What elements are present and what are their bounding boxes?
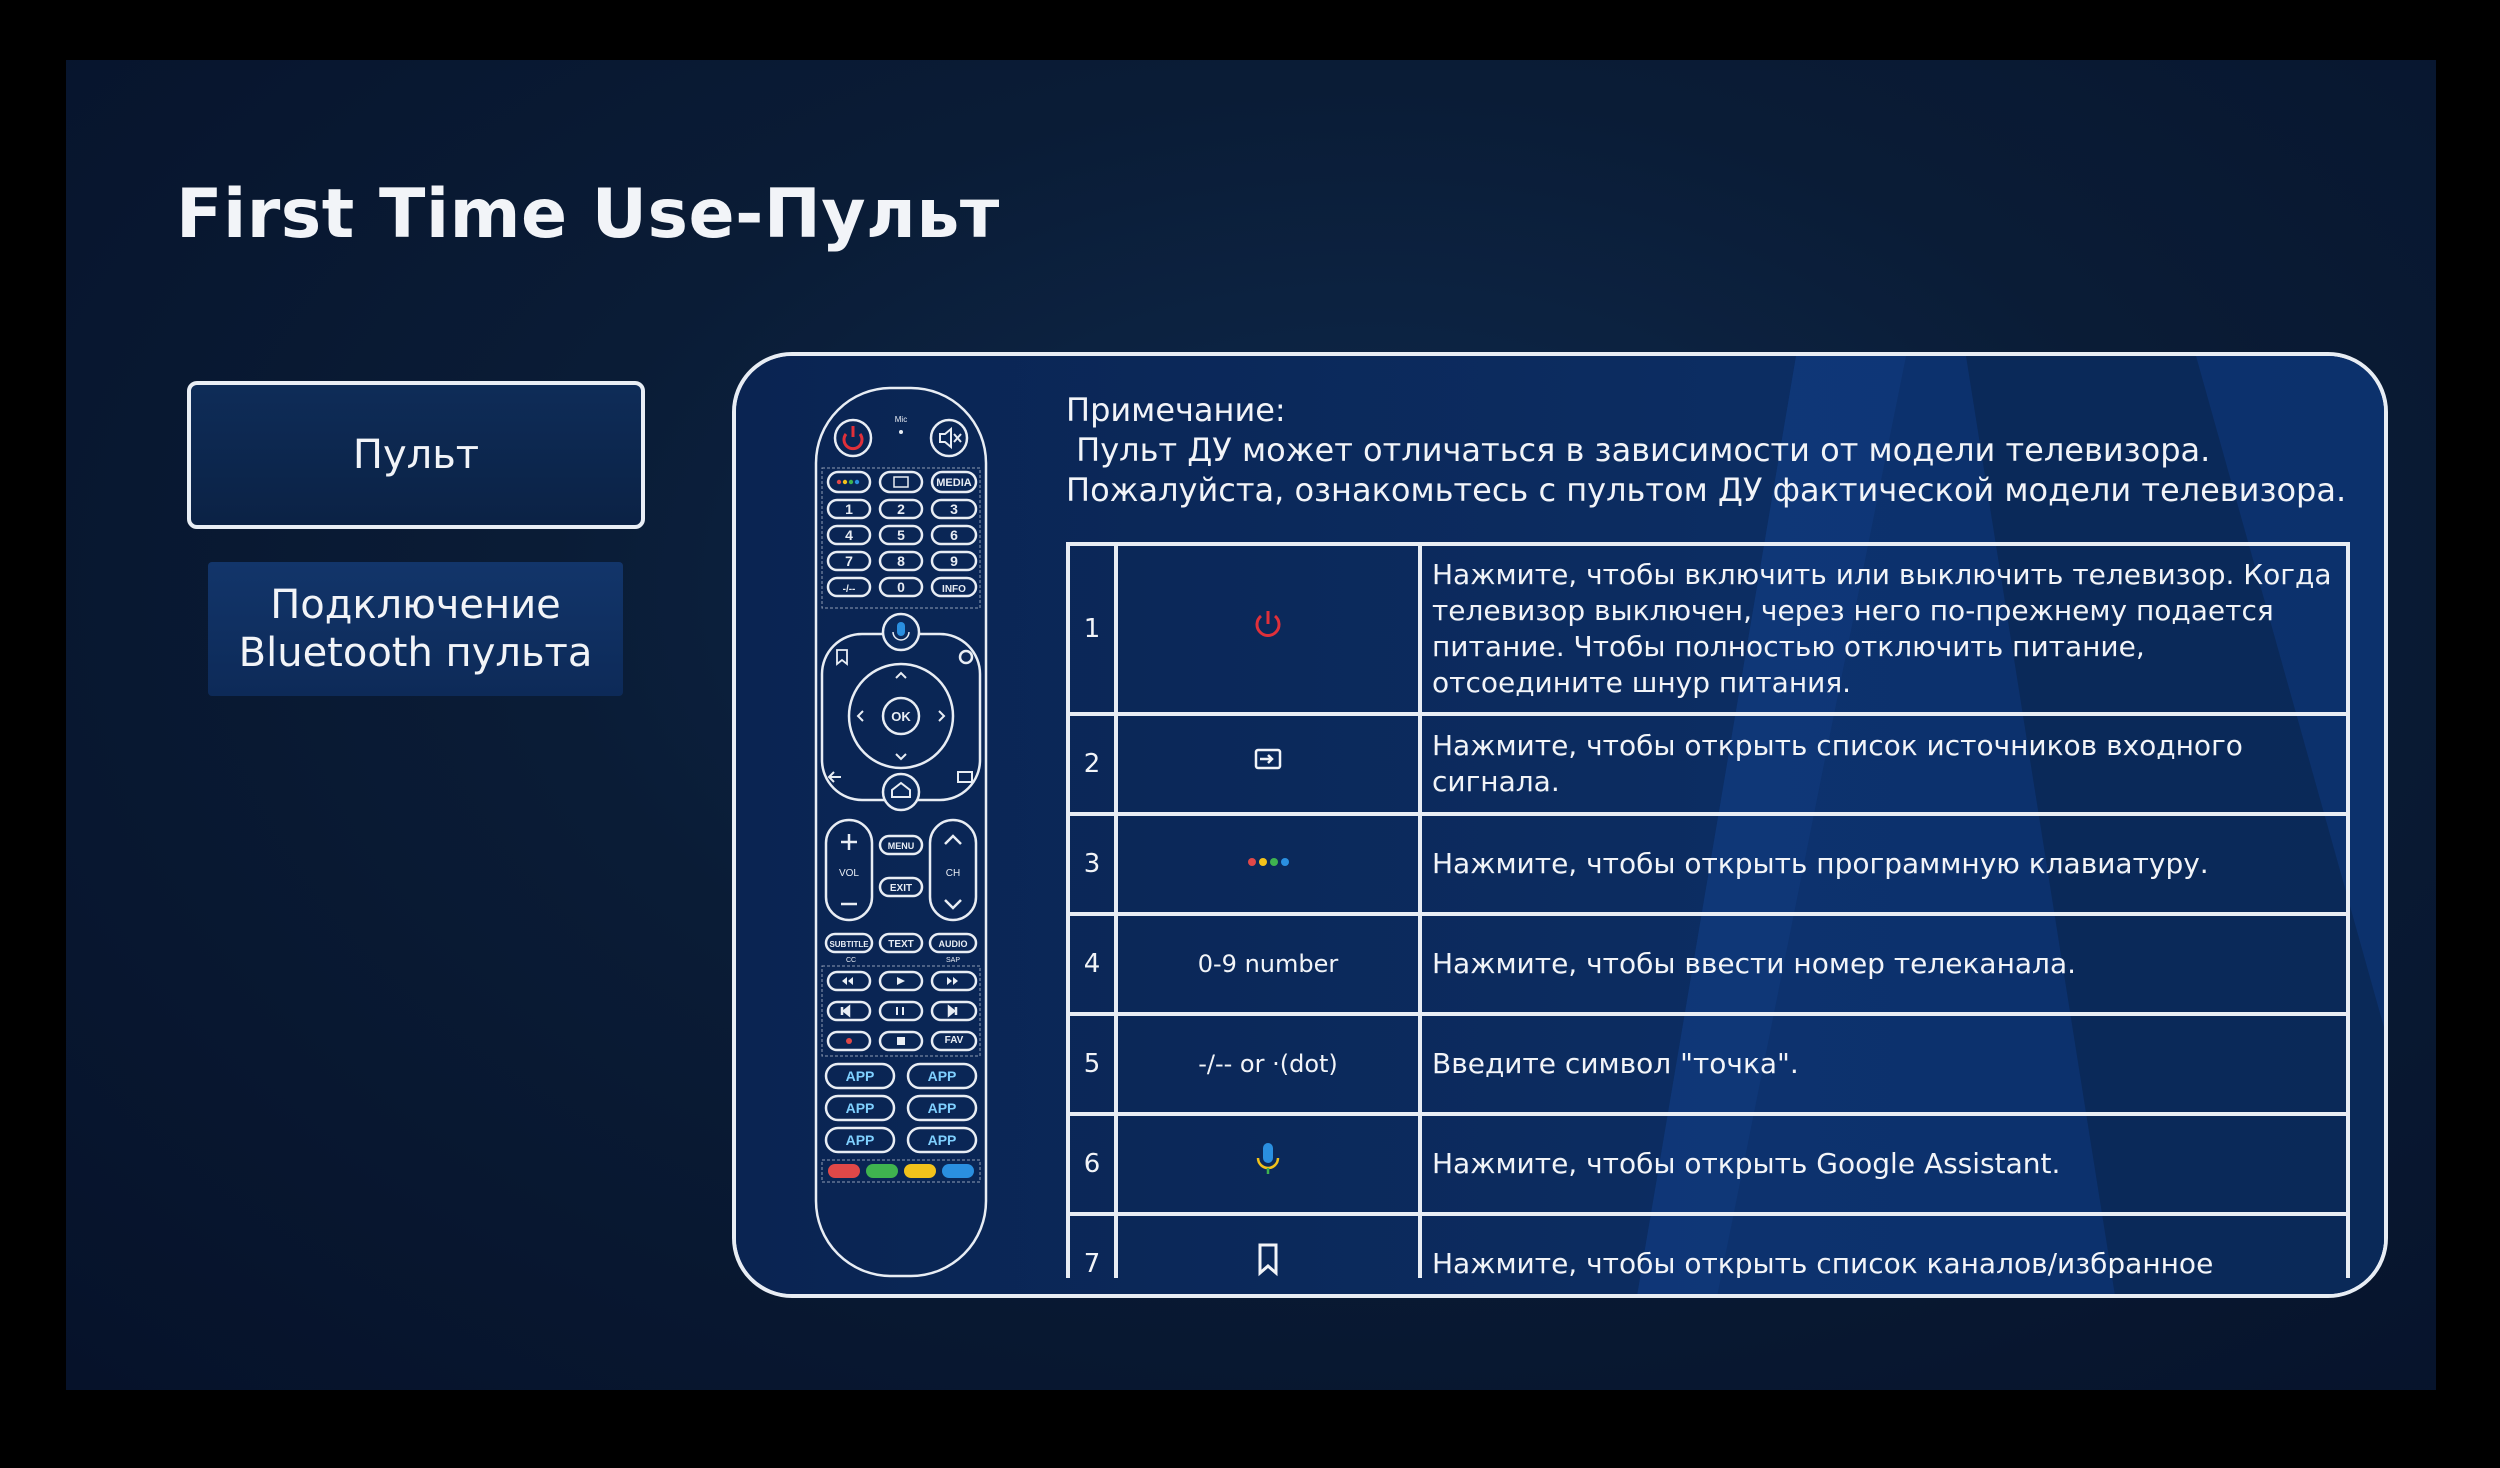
mic-label: Mic [895,415,907,424]
ch-label: CH [946,868,960,879]
digit-key-label: -/-- [843,584,856,595]
exit-key-label: EXIT [890,883,912,894]
menu-key-label: MENU [888,841,915,851]
bookmark-icon [1258,1243,1278,1277]
audio-key-label: AUDIO [939,939,968,949]
sidebar-item-label: Пульт [352,432,480,478]
row-description: Нажмите, чтобы открыть список источников… [1418,712,2350,816]
row-number: 4 [1066,912,1118,1016]
digit-key-label: 9 [950,553,958,569]
row-description: Нажмите, чтобы включить или выключить те… [1418,542,2350,716]
table-row: 2 Нажмите, чтобы открыть список источник… [1066,712,2350,816]
table-row: 6 Нажмите, чтобы открыть Google Assistan… [1066,1112,2350,1216]
digit-key-label: 5 [897,527,905,543]
sidebar-item-remote[interactable]: Пульт [187,381,645,529]
app-key-label: APP [928,1132,957,1148]
text-key-label: TEXT [888,939,914,950]
color-key [866,1164,898,1178]
row-description: Введите символ "точка". [1418,1012,2350,1116]
color-keys [828,1164,974,1178]
row-icon-text: -/-- or ·(dot) [1114,1012,1422,1116]
keys-table-viewport[interactable]: 1 Нажмите, чтобы включить или выключить … [1066,542,2350,1278]
row-description: Нажмите, чтобы открыть список каналов/из… [1418,1212,2350,1278]
app-key-label: APP [928,1100,957,1116]
ok-key-label: OK [891,709,911,724]
digit-keys: 1 2 3 4 5 6 7 8 9 -/-- 0 INFO [826,498,978,598]
note-line-1: Пульт ДУ может отличаться в зависимости … [1066,431,2211,469]
digit-key-label: 2 [897,501,905,517]
mute-icon [929,418,969,458]
row-icon-text: 0-9 number [1114,912,1422,1016]
row-number: 6 [1066,1112,1118,1216]
subtitle-key-label: SUBTITLE [829,940,869,949]
digit-key-label: INFO [942,584,966,595]
color-key [904,1164,936,1178]
row-number: 1 [1066,542,1118,716]
table-row: 4 0-9 number Нажмите, чтобы ввести номер… [1066,912,2350,1016]
row-icon-cell [1114,712,1422,816]
vol-label: VOL [839,868,859,879]
note-text: Примечание: Пульт ДУ может отличаться в … [1066,390,2347,510]
row-icon-cell [1114,542,1422,716]
table-row: 7 Нажмите, чтобы открыть список каналов/… [1066,1212,2350,1278]
digit-key-label: 4 [845,527,853,543]
playback-keys [826,970,978,1052]
row-description: Нажмите, чтобы открыть Google Assistant. [1418,1112,2350,1216]
page-title: First Time Use-Пульт [176,175,1000,254]
table-row: 5 -/-- or ·(dot) Введите символ "точка". [1066,1012,2350,1116]
mic-key-icon [892,622,910,641]
table-row: 3 Нажмите, чтобы открыть программную кла… [1066,812,2350,916]
row-description: Нажмите, чтобы ввести номер телеканала. [1418,912,2350,1016]
input-source-icon [1254,748,1282,770]
media-key-label: MEDIA [936,477,972,489]
row-number: 7 [1066,1212,1118,1278]
power-icon [833,418,873,458]
app-key-label: APP [846,1068,875,1084]
fav-key-label: FAV [945,1035,964,1046]
digit-key-label: 8 [897,553,905,569]
color-key [942,1164,974,1178]
row-icon-cell [1114,1112,1422,1216]
sidebar-item-bluetooth-remote[interactable]: Подключение Bluetooth пульта [208,562,623,696]
table-row: 1 Нажмите, чтобы включить или выключить … [1066,542,2350,716]
row-number: 5 [1066,1012,1118,1116]
app-key-label: APP [846,1132,875,1148]
row-icon-cell [1114,1212,1422,1278]
four-dots-icon [1248,858,1289,866]
color-key [828,1164,860,1178]
sidebar-item-label: Подключение Bluetooth пульта [238,582,593,676]
digit-key-label: 6 [950,527,958,543]
row-number: 2 [1066,712,1118,816]
note-line-2: Пожалуйста, ознакомьтесь с пультом ДУ фа… [1066,471,2347,509]
tv-screen: First Time Use-Пульт Пульт Подключение B… [66,60,2436,1390]
app-key-label: APP [846,1100,875,1116]
microphone-icon [1256,1143,1280,1174]
app-key-label: APP [928,1068,957,1084]
remote-control-illustration: Mic MEDIA 1 2 3 4 5 6 7 8 9 -/-- 0 INFO [814,386,988,1278]
row-icon-cell [1114,812,1422,916]
digit-key-label: 0 [897,579,905,595]
digit-key-label: 1 [845,501,853,517]
sap-label: SAP [946,957,960,964]
digit-key-label: 7 [845,553,853,569]
app-keys: APP APP APP APP APP APP [824,1062,978,1154]
row-number: 3 [1066,812,1118,916]
note-heading: Примечание: [1066,391,1286,429]
cc-label: CC [846,957,856,964]
power-icon [1255,611,1281,637]
remote-keys-table: 1 Нажмите, чтобы включить или выключить … [1066,542,2350,1278]
row-description: Нажмите, чтобы открыть программную клави… [1418,812,2350,916]
digit-key-label: 3 [950,501,958,517]
